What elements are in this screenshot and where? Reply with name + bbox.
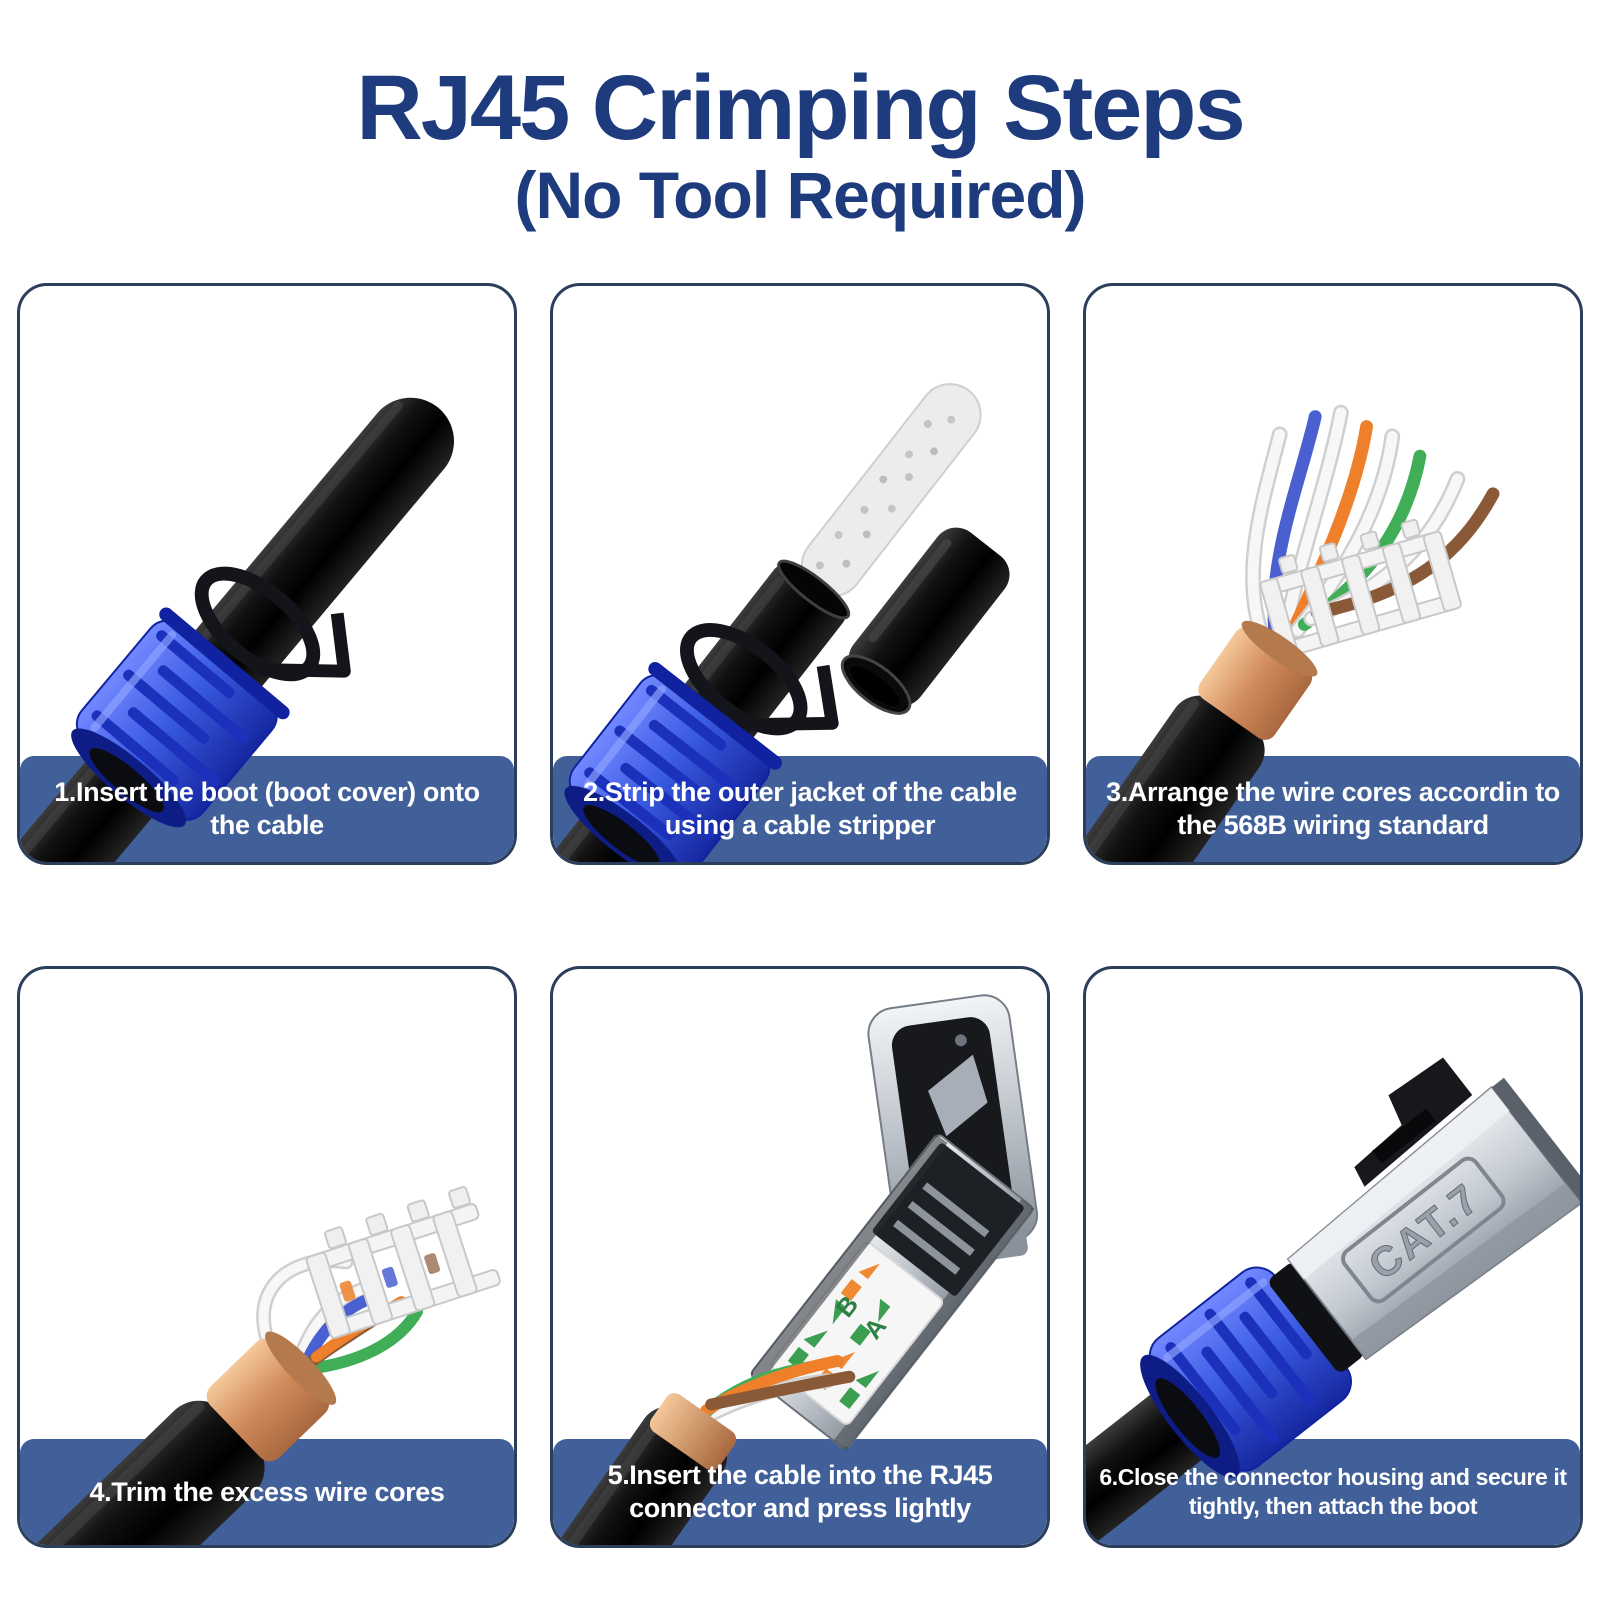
strap-clip — [194, 566, 351, 682]
step-4-illustration — [20, 1185, 501, 1545]
load-bar — [1259, 518, 1462, 659]
step-5-illustration: B A — [553, 994, 1039, 1545]
strap-clip — [679, 623, 839, 736]
steps-row-1: 1.Insert the boot (boot cover) onto the … — [17, 283, 1583, 865]
jacket-cut-edge — [777, 559, 851, 620]
caption-text: 4.Trim the excess wire cores — [89, 1476, 445, 1507]
steps-row-2: 4.Trim the excess wire cores — [17, 966, 1583, 1548]
step-panel-3: 3.Arrange the wire cores accordin to the… — [1083, 283, 1583, 865]
copper-foil — [649, 1393, 737, 1471]
step-panel-1: 1.Insert the boot (boot cover) onto the … — [17, 283, 517, 865]
copper-foil — [206, 1331, 337, 1462]
page-title: RJ45 Crimping Steps — [356, 57, 1245, 159]
step-caption: 6.Close the connector housing and secure… — [1086, 1439, 1580, 1545]
wire-cores — [688, 1354, 856, 1430]
step-caption: 2.Strip the outer jacket of the cable us… — [553, 756, 1047, 862]
cut-jacket-piece — [840, 527, 1010, 715]
cable — [20, 1331, 337, 1545]
collar — [1269, 1263, 1363, 1372]
page-header: RJ45 Crimping Steps (No Tool Required) — [0, 0, 1600, 228]
step-2-illustration — [553, 383, 1010, 862]
boot-cover — [71, 607, 290, 828]
step-caption: 1.Insert the boot (boot cover) onto the … — [20, 756, 514, 862]
step-6-illustration: CAT.7 — [1086, 1057, 1580, 1545]
step-1-illustration — [20, 397, 454, 862]
caption-text: 6.Close the connector housing and secure… — [1099, 1464, 1567, 1519]
caption-text: 1.Insert the boot (boot cover) onto the … — [54, 777, 480, 840]
step-3-illustration — [1086, 404, 1500, 862]
cable — [553, 1393, 737, 1545]
load-bar — [305, 1185, 501, 1339]
metal-housing: CAT.7 — [1286, 1077, 1580, 1361]
caption-text: 3.Arrange the wire cores accordin to the… — [1106, 777, 1560, 840]
step-panel-6: CAT.7 6.Close the connector housing and … — [1083, 966, 1583, 1548]
step-panel-4: 4.Trim the excess wire cores — [17, 966, 517, 1548]
page-subtitle: (No Tool Required) — [514, 158, 1086, 232]
cable — [1086, 1380, 1224, 1545]
copper-foil — [1198, 620, 1318, 740]
caption-text: 2.Strip the outer jacket of the cable us… — [583, 777, 1017, 840]
step-panel-2: 2.Strip the outer jacket of the cable us… — [550, 283, 1050, 865]
latch — [1354, 1057, 1473, 1187]
step-panel-5: B A 5.Inser — [550, 966, 1050, 1548]
step-caption: 5.Insert the cable into the RJ45 connect… — [553, 1439, 1047, 1545]
caption-text: 5.Insert the cable into the RJ45 connect… — [607, 1460, 993, 1523]
closed-rj45-connector: CAT.7 — [1086, 1057, 1580, 1545]
step-caption: 4.Trim the excess wire cores — [20, 1439, 514, 1545]
cable — [1086, 620, 1318, 862]
step-caption: 3.Arrange the wire cores accordin to the… — [1086, 756, 1580, 862]
boot-cover — [564, 661, 783, 862]
